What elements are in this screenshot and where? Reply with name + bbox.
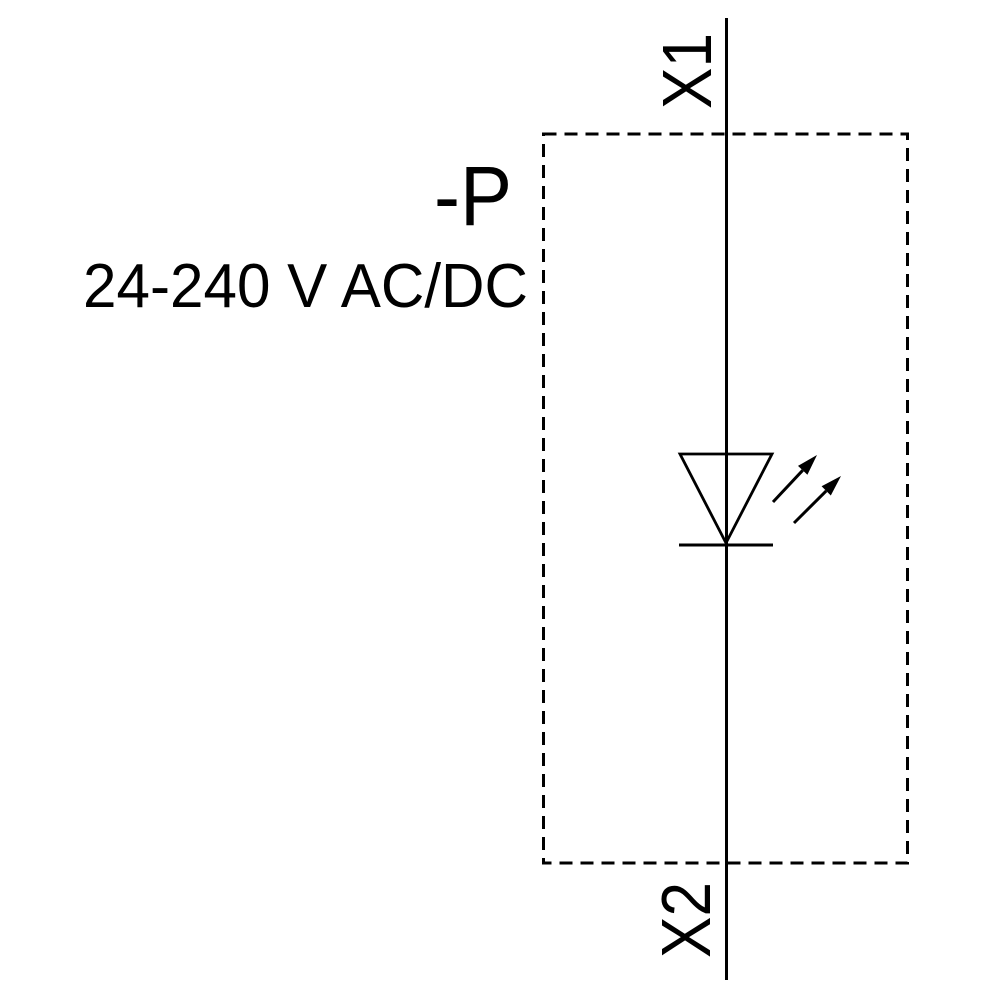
- voltage-rating-label: 24-240 V AC/DC: [83, 252, 528, 321]
- light-emission-arrow-icon: [771, 455, 817, 504]
- device-designation-label: -P: [434, 149, 512, 243]
- light-emission-arrows: [771, 455, 841, 525]
- led-diode-triangle-icon: [677, 452, 775, 547]
- light-emission-arrow-icon: [792, 476, 841, 525]
- led-indicator-symbol: [677, 452, 775, 547]
- terminal-label-x2: X2: [647, 882, 725, 958]
- terminal-label-x1: X1: [648, 33, 726, 109]
